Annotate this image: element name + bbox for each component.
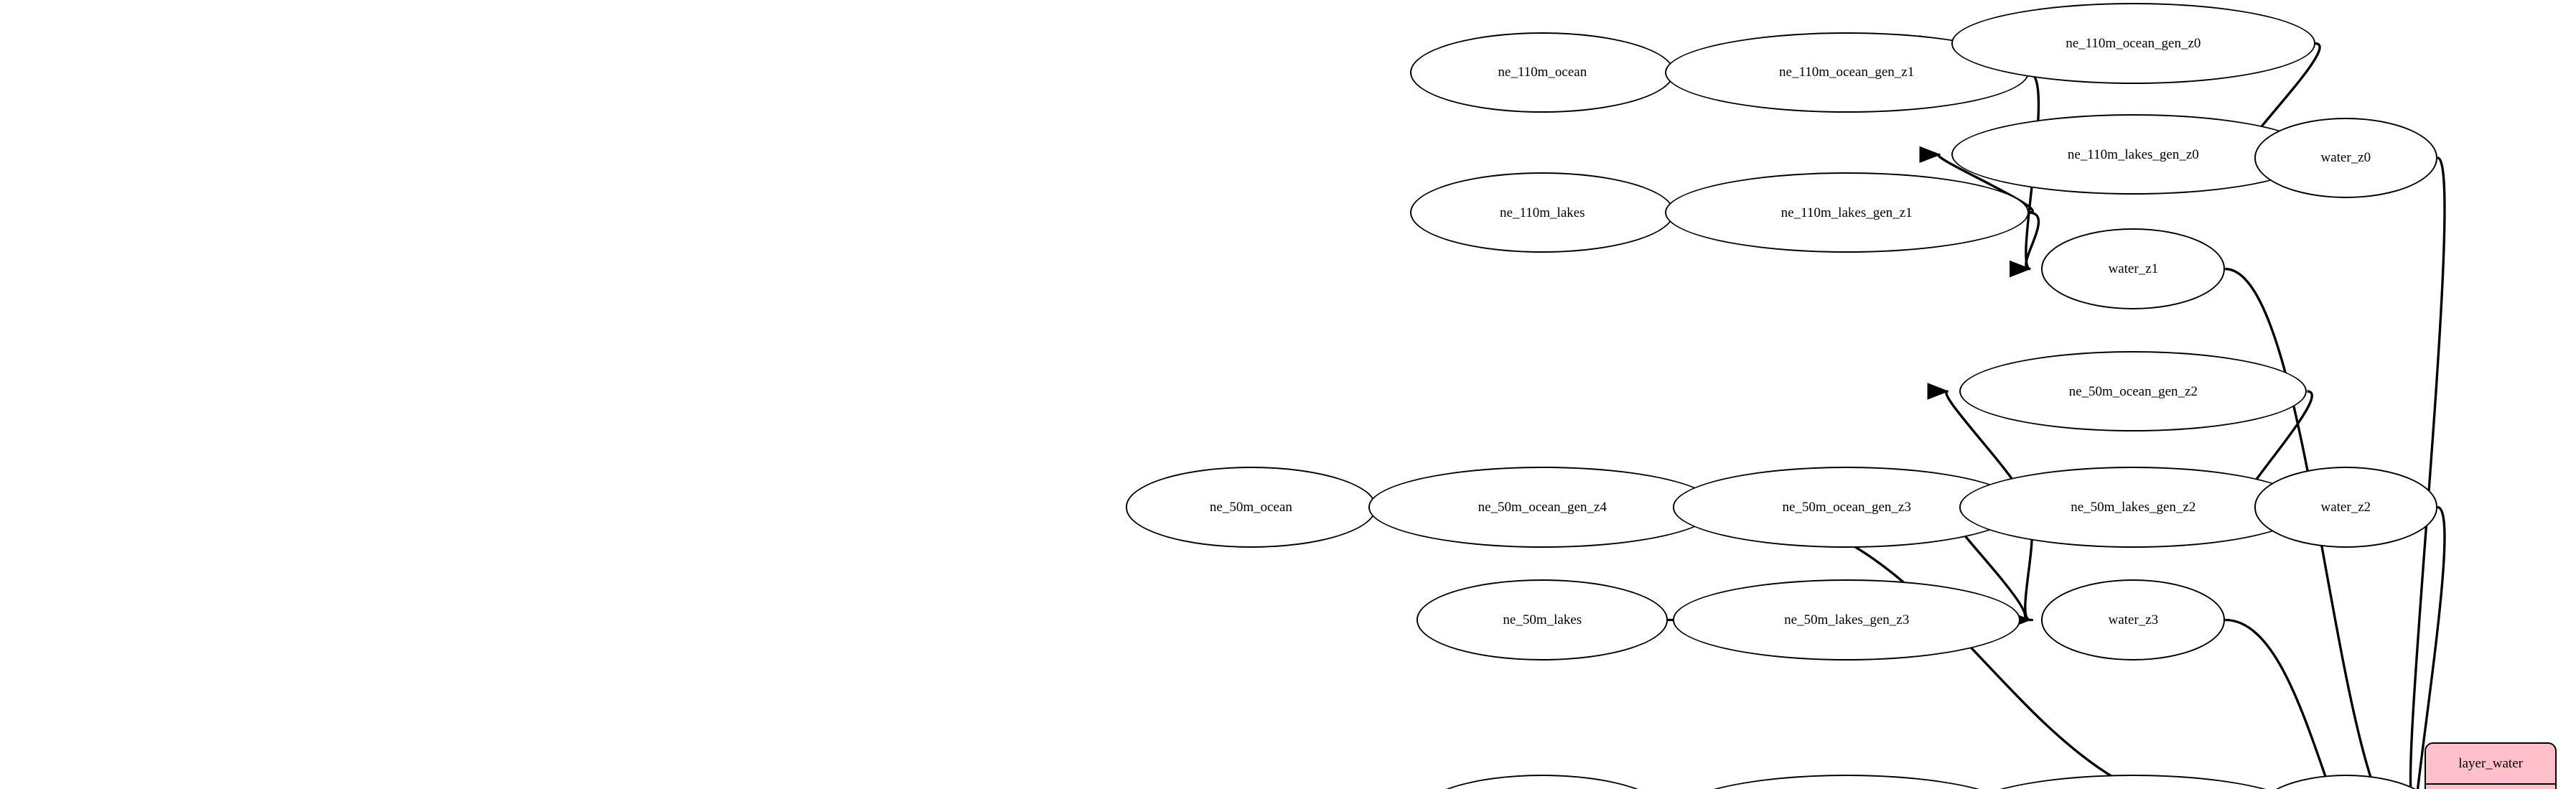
node-label: ne_50m_lakes bbox=[1503, 612, 1582, 627]
node-water_z1[interactable]: water_z1 bbox=[2041, 228, 2226, 309]
node-label: ne_110m_lakes bbox=[1500, 205, 1585, 220]
node-label: ne_50m_ocean_gen_z4 bbox=[1478, 499, 1607, 515]
node-ne_50m_ocean_gen_z2[interactable]: ne_50m_ocean_gen_z2 bbox=[1959, 350, 2307, 432]
node-ne_110m_lakes[interactable]: ne_110m_lakes bbox=[1410, 172, 1675, 253]
node-ne_50m_lakes_gen_z2[interactable]: ne_50m_lakes_gen_z2 bbox=[1959, 467, 2307, 548]
edge-water_z0-to-z0 bbox=[2409, 157, 2446, 789]
edge-water_z2-to-z2 bbox=[2416, 505, 2446, 789]
node-label: ne_110m_lakes_gen_z0 bbox=[2067, 146, 2199, 162]
node-water_z2[interactable]: water_z2 bbox=[2254, 467, 2438, 548]
node-ne_110m_lakes_gen_z0[interactable]: ne_110m_lakes_gen_z0 bbox=[1951, 114, 2315, 195]
node-label: water_z3 bbox=[2108, 612, 2159, 627]
node-label: ne_50m_lakes_gen_z2 bbox=[2071, 499, 2196, 515]
node-label: ne_110m_ocean_gen_z0 bbox=[2066, 36, 2201, 52]
edge-water_z1-to-z1 bbox=[2225, 267, 2376, 789]
node-label: ne_110m_lakes_gen_z1 bbox=[1781, 205, 1913, 220]
node-ne_50m_ocean[interactable]: ne_50m_ocean bbox=[1125, 467, 1377, 548]
edge-ne_110m_lakes_gen_z1-to-ne_110m_lakes_gen_z0 bbox=[1919, 146, 2034, 214]
edge-ne_110m_lakes_gen_z1-to-water_z1 bbox=[2009, 211, 2040, 278]
node-ne_110m_ocean_gen_z0[interactable]: ne_110m_ocean_gen_z0 bbox=[1951, 3, 2315, 84]
node-ne_110m_lakes_gen_z1[interactable]: ne_110m_lakes_gen_z1 bbox=[1664, 172, 2029, 253]
node-label: ne_50m_ocean_gen_z2 bbox=[2068, 383, 2198, 399]
node-label: ne_50m_lakes_gen_z3 bbox=[1784, 612, 1910, 627]
node-label: ne_110m_ocean_gen_z1 bbox=[1779, 65, 1915, 80]
table-row-z0[interactable]: z0 bbox=[2426, 783, 2556, 789]
node-label: water_z0 bbox=[2320, 150, 2371, 166]
node-label: ne_50m_ocean bbox=[1209, 499, 1292, 515]
node-ne_50m_ocean_gen_z4[interactable]: ne_50m_ocean_gen_z4 bbox=[1368, 467, 1717, 548]
node-label: ne_110m_ocean bbox=[1498, 65, 1587, 80]
node-ne_110m_ocean_gen_z1[interactable]: ne_110m_ocean_gen_z1 bbox=[1664, 32, 2029, 113]
node-water_z0[interactable]: water_z0 bbox=[2254, 117, 2438, 198]
node-label: water_z2 bbox=[2320, 499, 2371, 515]
node-ne_110m_ocean[interactable]: ne_110m_ocean bbox=[1410, 32, 1675, 113]
table-header: layer_water bbox=[2458, 755, 2523, 771]
node-ne_50m_lakes[interactable]: ne_50m_lakes bbox=[1417, 579, 1669, 660]
edge-water_z3-to-z3 bbox=[2225, 618, 2331, 789]
layer-water-table[interactable]: layer_waterz0z1z2z3z4z5z6z7z8z9z10z11z12… bbox=[2425, 742, 2557, 789]
node-label: water_z1 bbox=[2108, 261, 2159, 277]
node-ne_50m_lakes_gen_z3[interactable]: ne_50m_lakes_gen_z3 bbox=[1672, 579, 2021, 660]
node-label: ne_50m_ocean_gen_z3 bbox=[1782, 499, 1911, 515]
node-water_z3[interactable]: water_z3 bbox=[2041, 579, 2226, 660]
